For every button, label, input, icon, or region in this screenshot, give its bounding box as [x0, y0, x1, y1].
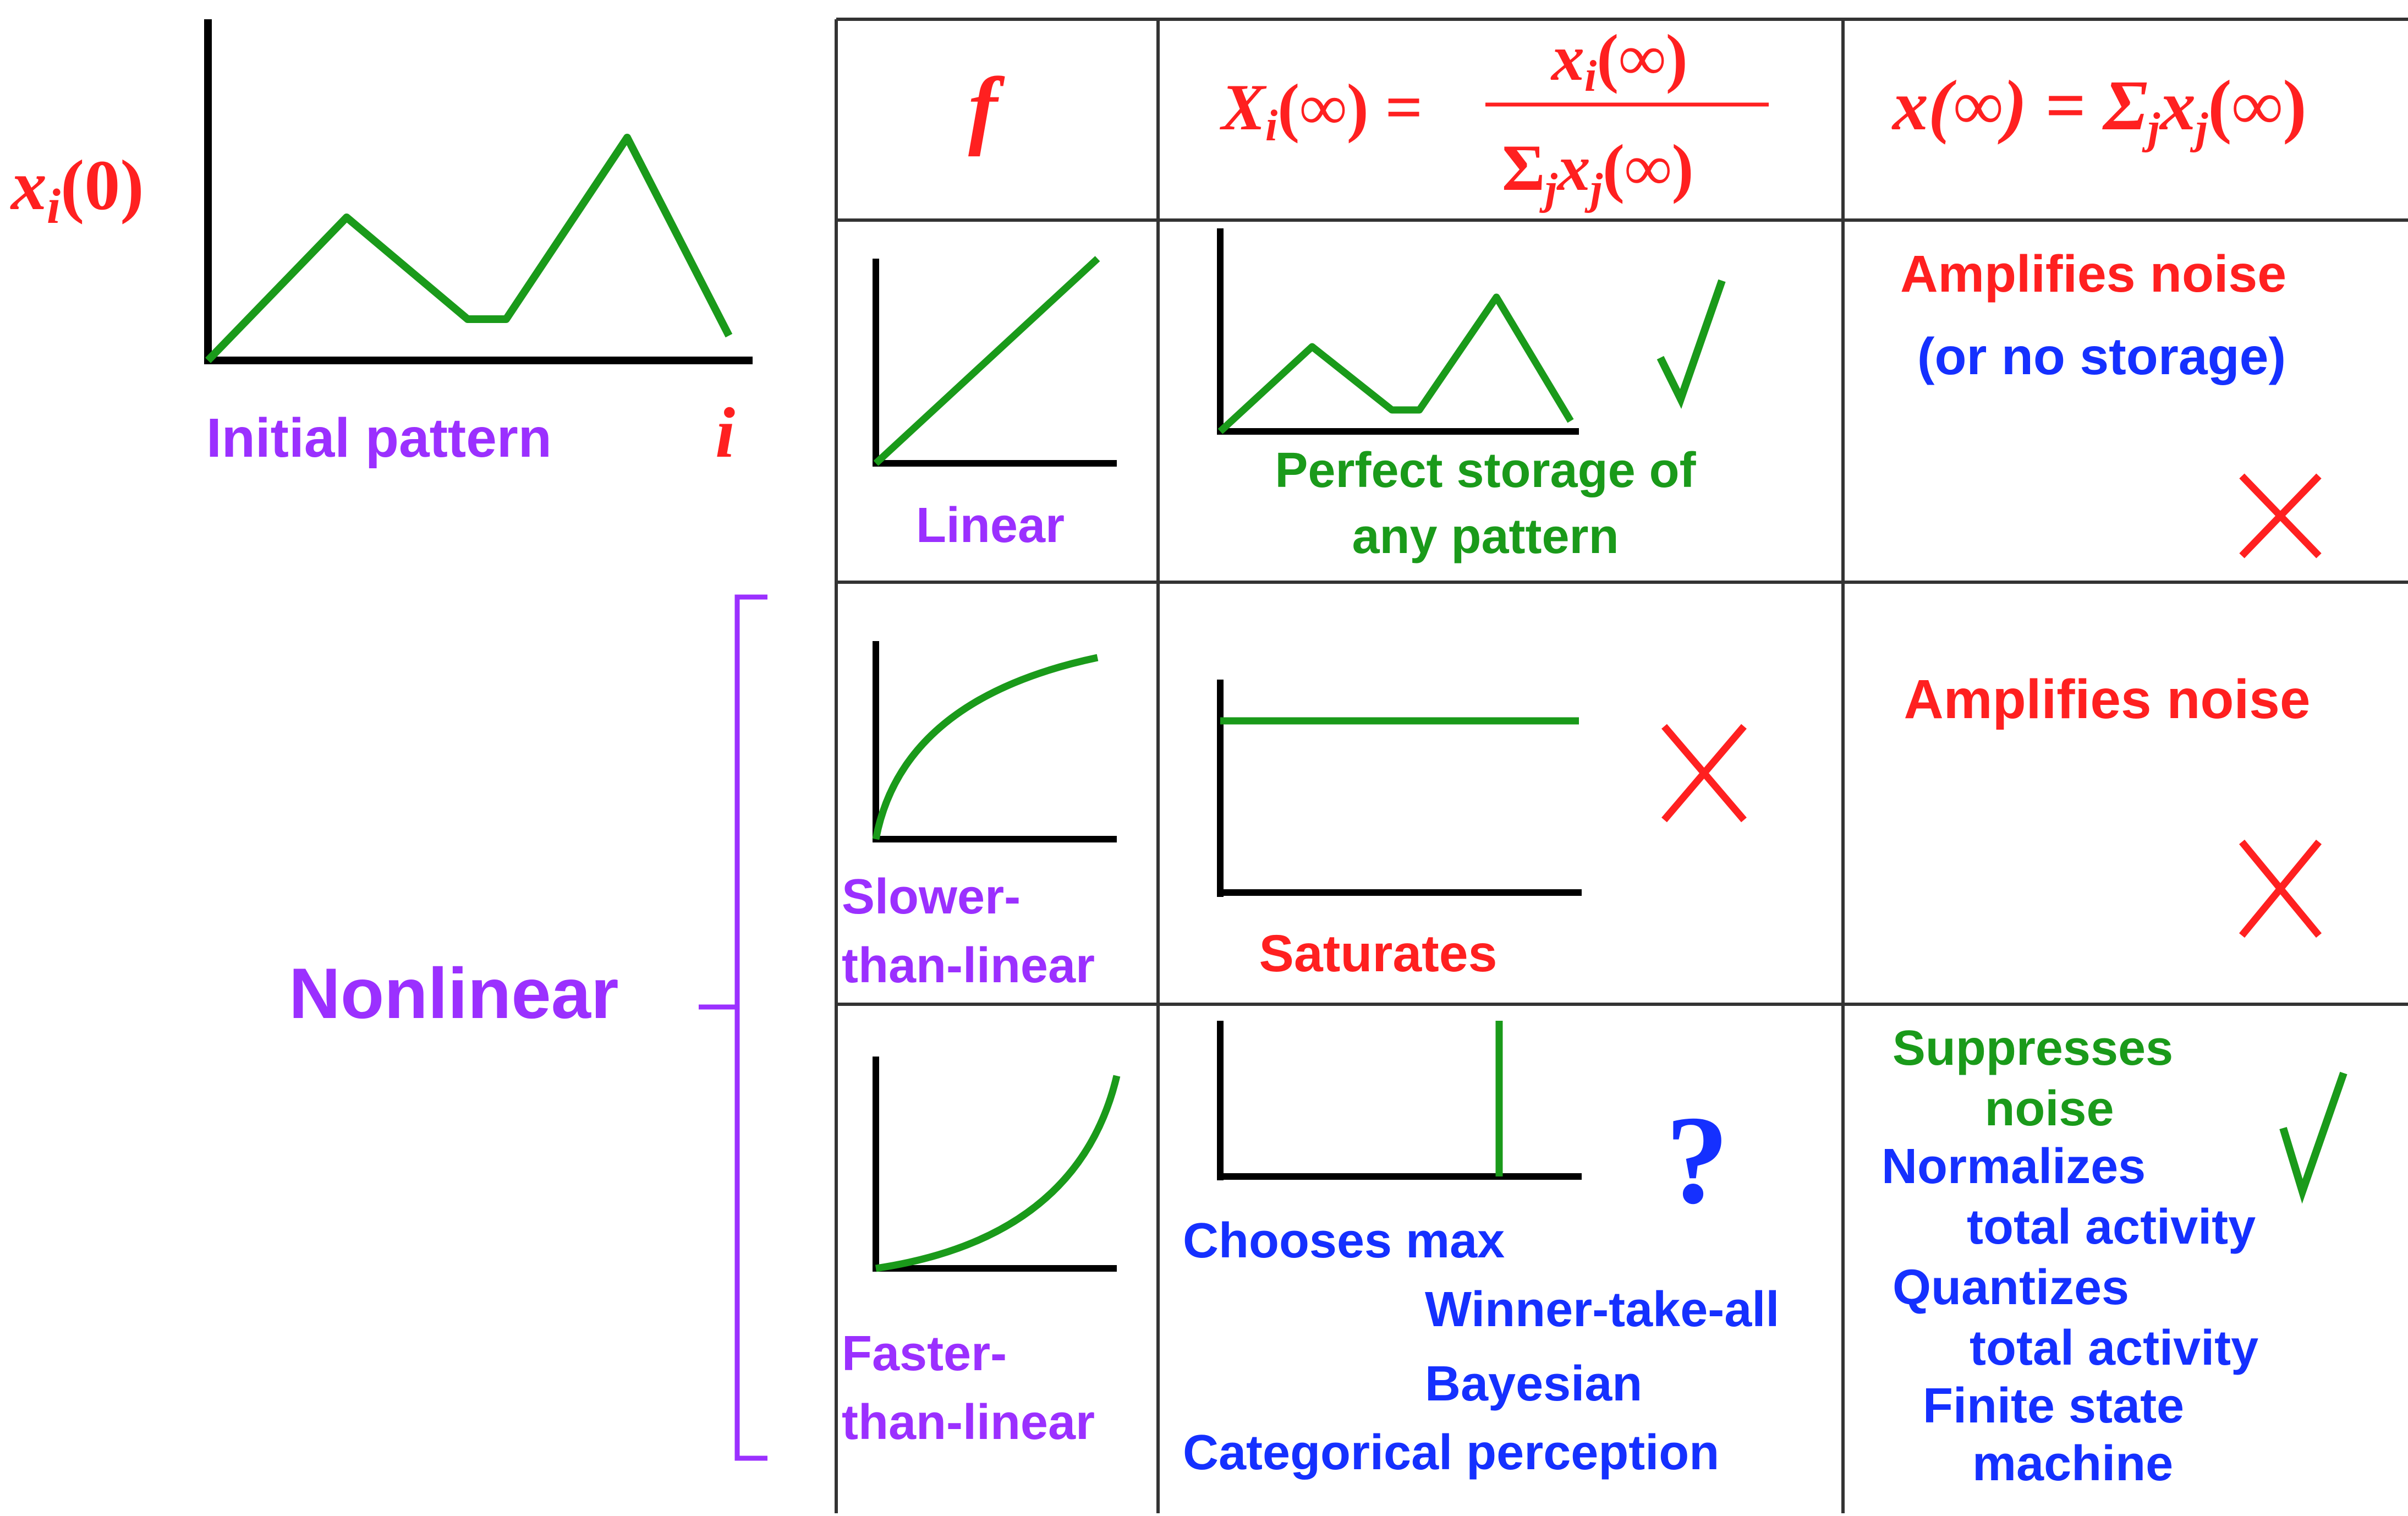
- header-X-denominator: Σjxj(∞): [1502, 131, 1693, 214]
- f-curve-linear: [873, 256, 1100, 466]
- cross-icon: [1661, 724, 1747, 823]
- nonlinear-bracket: [699, 594, 767, 1461]
- initial-pattern-curve: [205, 134, 733, 363]
- total-text-linear-1: Amplifies noise: [1900, 245, 2286, 303]
- header-X-numerator: xi(∞): [1550, 21, 1688, 101]
- row-slower: Slower- than-linear Saturates Amplifies …: [842, 641, 2322, 993]
- f-curve-faster: [875, 1075, 1121, 1272]
- storage-curve-linear: [1217, 293, 1574, 434]
- initial-caption: Initial pattern: [206, 407, 552, 469]
- row-linear: Linear Perfect storage of any pattern Am…: [873, 228, 2322, 564]
- table-header: f Xi(∞) = xi(∞) Σjxj(∞) x(∞) = Σjxj(∞): [968, 21, 2307, 214]
- check-icon: [1656, 279, 1726, 409]
- f-plot-faster: [873, 1057, 1121, 1272]
- table-grid: [835, 18, 2408, 1513]
- header-total: x(∞) = Σjxj(∞): [1891, 66, 2307, 153]
- initial-xlabel: i: [715, 393, 735, 473]
- storage-text-linear-2: any pattern: [1352, 509, 1619, 564]
- total-text-faster-2: noise: [1984, 1081, 2114, 1136]
- total-text-faster-8: machine: [1972, 1436, 2173, 1491]
- f-plot-linear: [873, 256, 1117, 467]
- header-f: f: [968, 59, 1005, 157]
- storage-plot-linear: [1217, 228, 1579, 435]
- storage-plot-faster: [1217, 1021, 1582, 1180]
- f-label-faster-1: Faster-: [842, 1326, 1007, 1381]
- total-text-faster-5: Quantizes: [1893, 1260, 2129, 1315]
- total-text-faster-7: Finite state: [1923, 1378, 2184, 1433]
- f-label-linear: Linear: [916, 498, 1065, 553]
- total-text-slower: Amplifies noise: [1904, 669, 2310, 730]
- storage-plot-slower: [1217, 680, 1582, 897]
- total-text-faster-3: Normalizes: [1882, 1139, 2146, 1194]
- total-text-faster-1: Suppresses: [1893, 1021, 2173, 1076]
- check-icon: [2279, 1071, 2347, 1204]
- initial-ylabel: xi(0): [10, 146, 144, 234]
- total-text-linear-2: (or no storage): [1917, 327, 2286, 386]
- storage-text-faster-1: Chooses max: [1183, 1213, 1505, 1268]
- nonlinear-label: Nonlinear: [289, 953, 619, 1033]
- storage-text-slower: Saturates: [1259, 924, 1498, 983]
- storage-text-faster-2: Winner-take-all: [1425, 1282, 1779, 1337]
- f-label-slower-2: than-linear: [842, 938, 1095, 993]
- f-label-faster-2: than-linear: [842, 1395, 1095, 1450]
- cross-icon: [2239, 839, 2322, 938]
- storage-text-faster-4: Categorical perception: [1183, 1425, 1719, 1480]
- f-curve-slower: [872, 654, 1099, 840]
- initial-pattern-plot: xi(0) Initial pattern i: [10, 19, 753, 473]
- header-X-lhs: Xi(∞) =: [1219, 70, 1423, 150]
- row-faster: Faster- than-linear ? Chooses max Winner…: [842, 1021, 2347, 1491]
- storage-text-faster-3: Bayesian: [1425, 1356, 1642, 1411]
- cross-icon: [2239, 473, 2322, 559]
- total-text-faster-4: total activity: [1967, 1200, 2256, 1255]
- nonlinear-bracket-group: Nonlinear: [289, 594, 767, 1461]
- storage-text-linear-1: Perfect storage of: [1275, 443, 1696, 498]
- f-label-slower-1: Slower-: [842, 869, 1021, 924]
- f-plot-slower: [872, 641, 1117, 842]
- question-mark-icon: ?: [1666, 1090, 1729, 1230]
- total-text-faster-6: total activity: [1970, 1321, 2258, 1376]
